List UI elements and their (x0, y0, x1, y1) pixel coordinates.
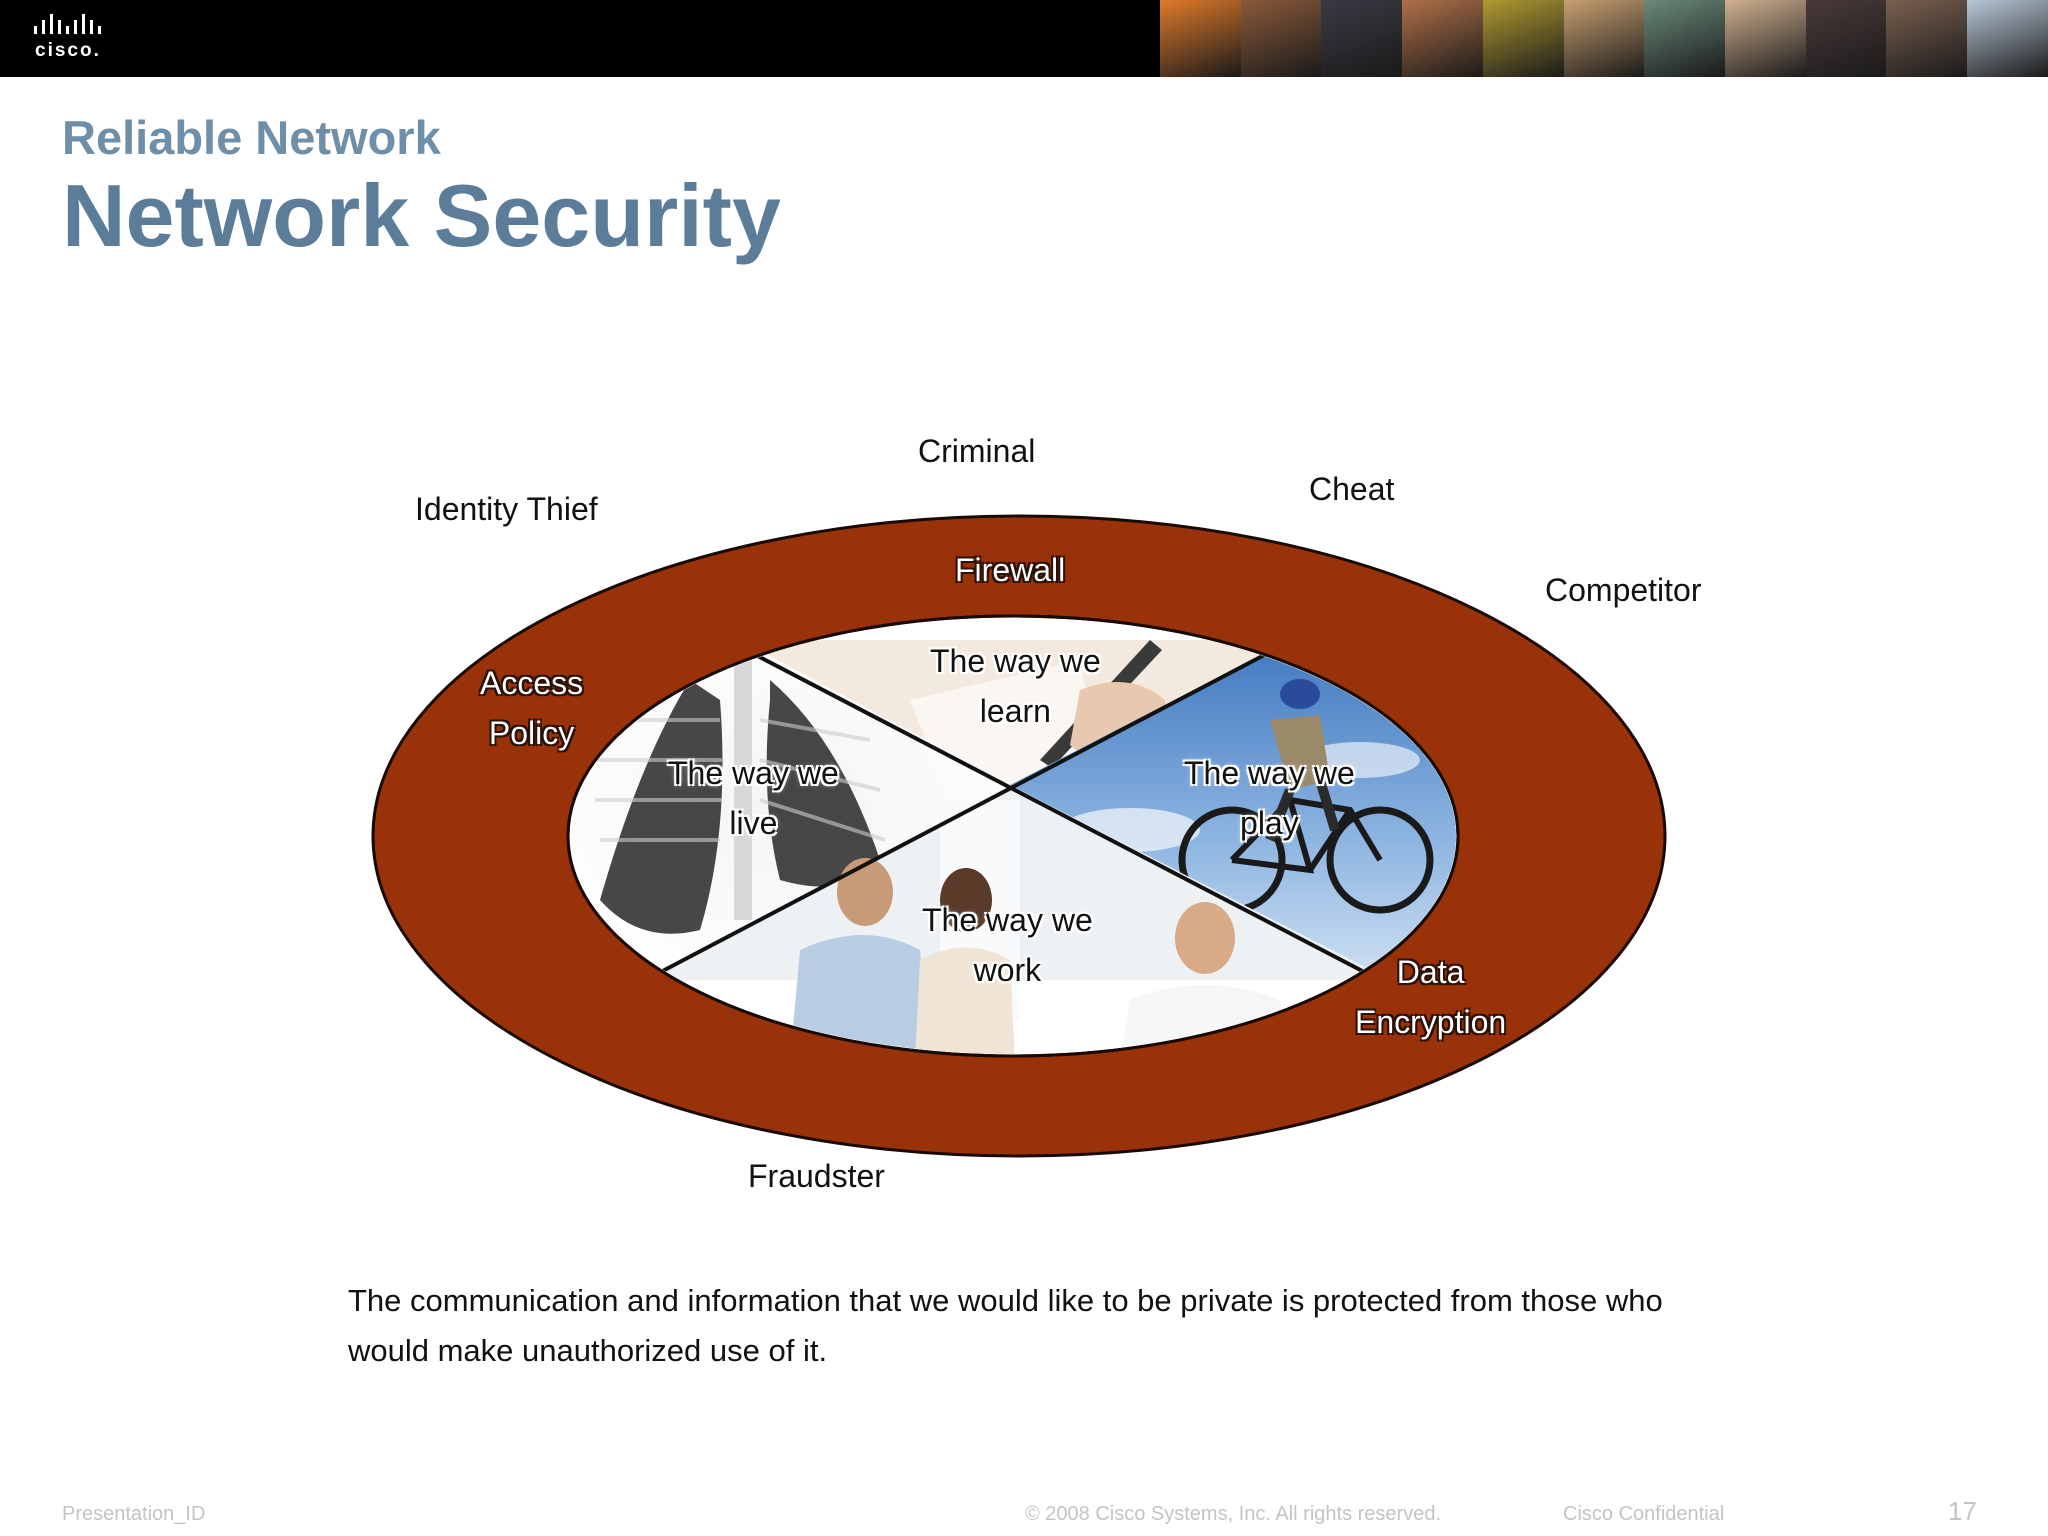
live-line-1: The way we (668, 755, 839, 791)
quadrant-label-play: The way we play (1184, 748, 1355, 848)
ring-label-data-encryption: Data Encryption (1355, 947, 1506, 1047)
inner-outline (566, 614, 1460, 1058)
ring-label-access-policy: Access Policy (480, 658, 583, 758)
firewall-label: Firewall (955, 552, 1066, 588)
header-photo-man-hat (1967, 0, 2048, 77)
learn-line-1: The way we (930, 643, 1101, 679)
header-photo-yellow-pattern (1482, 0, 1564, 77)
threat-competitor: Competitor (1545, 572, 1702, 608)
footer-confidential: Cisco Confidential (1563, 1503, 1725, 1525)
header-photo-smiling-girl (1725, 0, 1806, 77)
header-photo-man-cap (1563, 0, 1645, 77)
threat-criminal: Criminal (918, 433, 1036, 469)
data-encryption-line-1: Data (1396, 954, 1465, 990)
header-photo-man-thinking (1321, 0, 1403, 77)
header-photo-student-woman (1240, 0, 1322, 77)
quadrant-label-learn: The way we learn (930, 636, 1101, 736)
play-line-1: The way we (1184, 755, 1355, 791)
cisco-logo: cisco. (30, 14, 120, 64)
header-bar: cisco. (0, 0, 2048, 77)
slide-title: Network Security (62, 166, 781, 265)
ring-label-firewall: Firewall (955, 545, 1065, 595)
threat-fraudster: Fraudster (748, 1158, 885, 1194)
threat-cheat: Cheat (1309, 471, 1395, 507)
access-policy-line-2: Policy (488, 715, 575, 751)
quadrant-label-work: The way we work (922, 895, 1093, 995)
header-photo-dark-panel (1805, 0, 1887, 77)
quadrant-divider (749, 650, 1371, 977)
work-line-1: The way we (922, 902, 1093, 938)
section-title: Reliable Network (62, 111, 441, 164)
page-number: 17 (1948, 1496, 1977, 1526)
quadrant-label-live: The way we live (668, 748, 839, 848)
play-line-2: play (1240, 805, 1299, 841)
footer-copyright: © 2008 Cisco Systems, Inc. All rights re… (1025, 1503, 1442, 1525)
data-encryption-line-2: Encryption (1355, 1004, 1507, 1040)
xray-lungs-image (595, 660, 886, 934)
header-photo-strip (1160, 0, 2048, 77)
work-line-2: work (973, 952, 1042, 988)
header-photo-orange-texture (1160, 0, 1241, 77)
quadrant-divider (654, 650, 1271, 977)
cyclist-shape (1265, 679, 1340, 842)
header-photo-young-man (1886, 0, 1968, 77)
header-photo-young-woman (1402, 0, 1483, 77)
slide-caption: The communication and information that w… (348, 1283, 1663, 1368)
access-policy-line-1: Access (480, 665, 584, 701)
footer-presentation-id: Presentation_ID (62, 1503, 206, 1525)
threat-identity-thief: Identity Thief (415, 491, 598, 527)
live-line-2: live (729, 805, 778, 841)
cloud (1300, 742, 1420, 778)
cisco-bars-icon (34, 14, 101, 34)
learn-line-2: learn (979, 693, 1051, 729)
header-photo-whiteboard (1644, 0, 1726, 77)
cisco-logo-text: cisco. (35, 40, 101, 61)
